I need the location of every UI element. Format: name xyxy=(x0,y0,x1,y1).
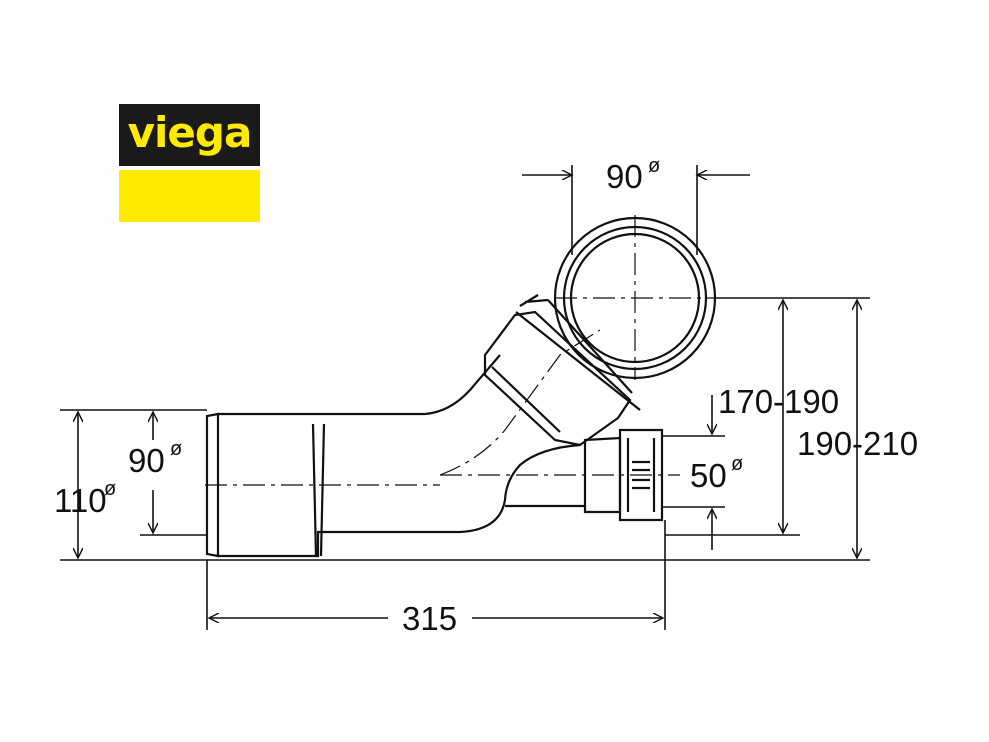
branch-nut-detail xyxy=(626,438,656,512)
viega-logo: viega xyxy=(119,104,260,222)
main-pipe-inner xyxy=(311,423,326,557)
top-diameter-label: 90 xyxy=(606,158,643,195)
dimension-lines xyxy=(60,165,870,630)
rise-inner-label: 170-190 xyxy=(718,383,839,420)
dimension-labels: 90 ø 170-190 190-210 50 ø 90 ø 110 ø 315 xyxy=(54,155,918,637)
length-label: 315 xyxy=(402,600,457,637)
branch-diameter-symbol: ø xyxy=(731,453,743,475)
angled-socket-rings xyxy=(515,294,641,411)
angled-socket xyxy=(483,310,632,447)
angled-inner-line xyxy=(491,366,561,433)
logo-black-band: viega xyxy=(119,104,260,166)
fitting-body xyxy=(205,216,717,558)
inlet-inner-diameter-symbol: ø xyxy=(170,438,182,460)
top-diameter-symbol: ø xyxy=(648,155,660,177)
main-pipe-outline xyxy=(218,354,581,558)
branch-nut xyxy=(618,428,664,522)
inlet-spigot xyxy=(205,412,220,558)
logo-text: viega xyxy=(127,108,253,157)
logo-yellow-band xyxy=(119,170,260,222)
center-lines xyxy=(205,215,715,486)
branch-diameter-label: 50 xyxy=(690,457,727,494)
inlet-inner-diameter-label: 90 xyxy=(128,442,165,479)
inlet-outer-diameter-label: 110 xyxy=(54,482,107,519)
rise-outer-label: 190-210 xyxy=(797,425,918,462)
inlet-outer-diameter-symbol: ø xyxy=(104,478,116,500)
